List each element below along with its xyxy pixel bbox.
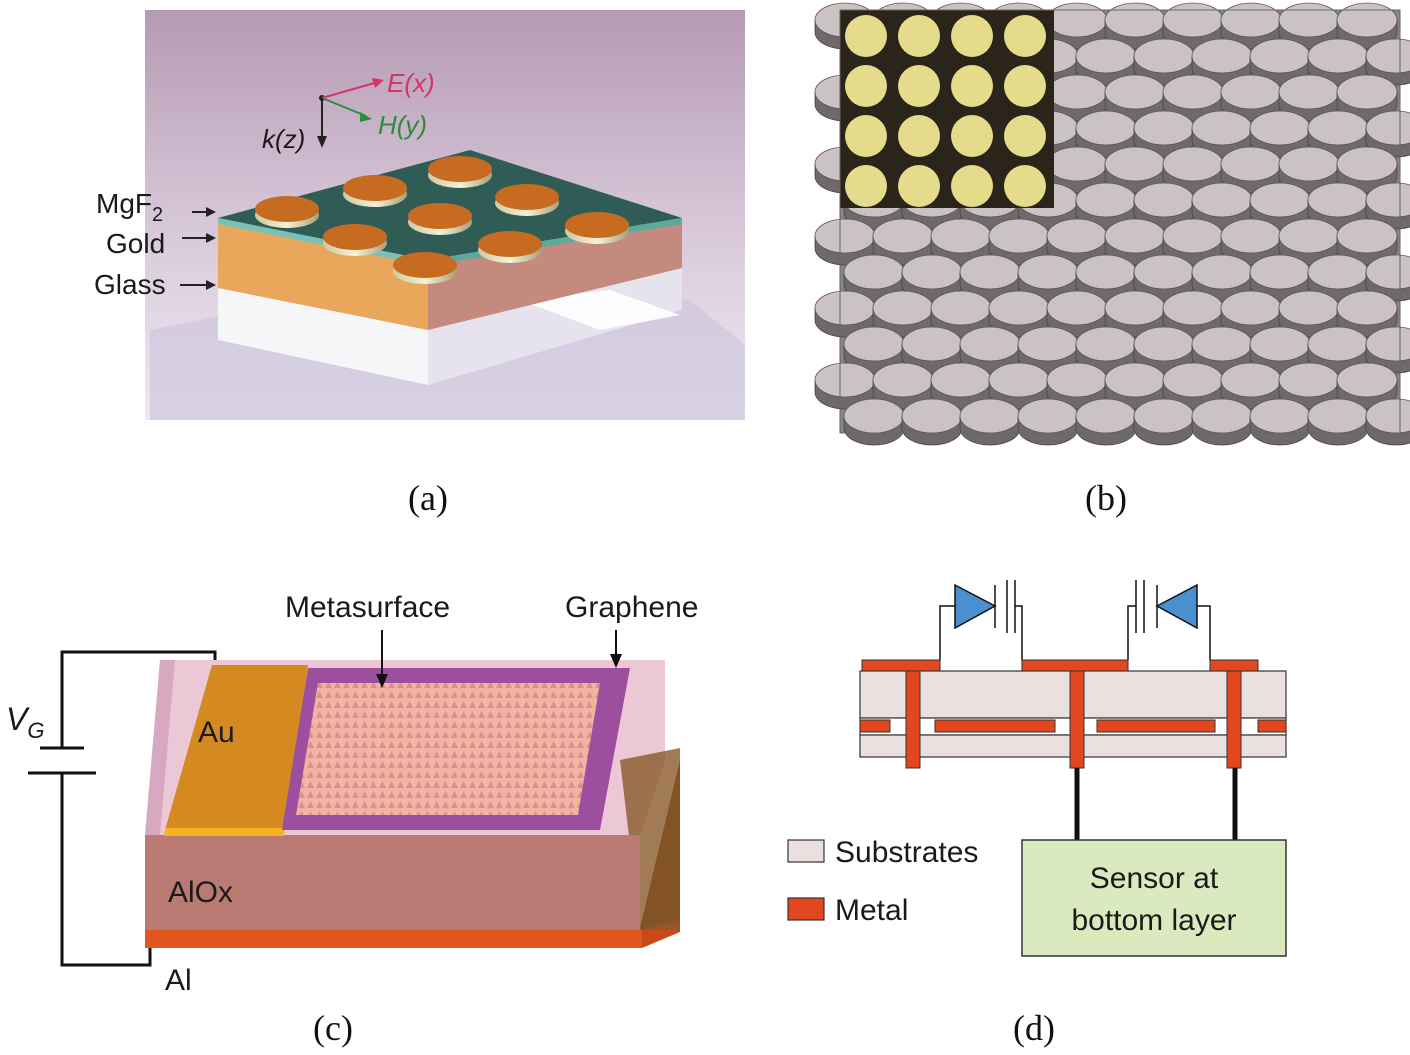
panel-d: Sensor at bottom layer Substrates Metal (787, 580, 1287, 957)
legend: Substrates Metal (787, 836, 978, 927)
inset-disk (898, 15, 940, 57)
mgf2-label: MgF2 (96, 188, 163, 226)
gold-label: Gold (106, 228, 165, 259)
arrow-right-icon (206, 233, 216, 243)
e-field-label: E(x) (387, 68, 435, 98)
inset-disk (1004, 65, 1046, 107)
au-label: Au (198, 716, 235, 749)
field-axes: E(x) H(y) k(z) (262, 68, 435, 154)
arrow-right-icon (206, 280, 216, 290)
inset-disk-array (845, 15, 1046, 207)
al-layer (145, 930, 642, 948)
disk (959, 398, 1021, 446)
tunable-element-left (939, 580, 1023, 660)
metasurface-label: Metasurface (285, 591, 450, 624)
inset-disk (898, 165, 940, 207)
gold-disk (495, 184, 559, 216)
disk (1365, 398, 1410, 446)
inset-disk (951, 15, 993, 57)
graphene-arrow-icon (610, 654, 622, 668)
gold-disk (323, 224, 387, 256)
al-label: Al (165, 964, 192, 997)
top-metal-patches (861, 659, 1259, 672)
disk (901, 398, 963, 446)
gold-disk-array (255, 156, 629, 284)
graphene-label: Graphene (565, 591, 698, 624)
legend-substrates-label: Substrates (835, 836, 978, 869)
legend-metal-label: Metal (835, 894, 908, 927)
disk (1017, 398, 1079, 446)
arrow-right-icon (206, 207, 216, 217)
layer-labels: MgF2 Gold Glass (94, 188, 216, 300)
gold-layer-front (218, 222, 428, 330)
metasurface-arrow-icon (376, 674, 388, 688)
k-vector-label: k(z) (262, 124, 305, 154)
disk (1307, 398, 1369, 446)
middle-metal-layer (859, 719, 1287, 733)
caption-d: (d) (1013, 1008, 1055, 1048)
inset-disk (1004, 15, 1046, 57)
gold-disk (408, 203, 472, 235)
gold-disk (428, 156, 492, 188)
panel-b (814, 2, 1410, 446)
panel-c: VG Au AlOx Al Metasurface Graphene (6, 591, 698, 997)
tunable-element-right (1127, 580, 1211, 660)
legend-substrates-swatch (787, 839, 825, 863)
inset-disk (898, 65, 940, 107)
disk (1365, 182, 1410, 230)
alox-label: AlOx (168, 876, 233, 909)
gold-disk (393, 252, 457, 284)
inset-disk (1004, 115, 1046, 157)
h-field-label: H(y) (378, 110, 427, 140)
gold-disk (343, 175, 407, 207)
inset-disk (951, 65, 993, 107)
e-field-arrow-icon (372, 78, 384, 88)
sensor-box (1021, 839, 1287, 957)
alox-top-edge (145, 660, 175, 835)
vg-label: VG (6, 701, 44, 743)
metasurface-array (296, 683, 600, 815)
inset-disk (1004, 165, 1046, 207)
gold-layer-side (428, 222, 682, 330)
glass-label: Glass (94, 269, 166, 300)
mgf2-layer-edge (218, 218, 428, 266)
alox-layer-front (145, 835, 640, 930)
disk (843, 398, 905, 446)
inset-disk (951, 115, 993, 157)
inset-disk (845, 15, 887, 57)
gold-disk (565, 212, 629, 244)
k-vector-arrow-icon (317, 136, 327, 148)
metal-vias (905, 670, 1242, 769)
inset-top-view (840, 10, 1054, 208)
glass-reflection (520, 290, 680, 330)
inset-disk (898, 115, 940, 157)
inset-disk (845, 65, 887, 107)
inset-disk (845, 165, 887, 207)
inset-disk (951, 165, 993, 207)
varactor-diode-icon (1155, 583, 1198, 630)
inset-disk (845, 115, 887, 157)
legend-metal-swatch (787, 897, 825, 921)
disk (1249, 398, 1311, 446)
sensor-label-line2: bottom layer (1071, 904, 1236, 937)
disk (1133, 398, 1195, 446)
caption-b: (b) (1085, 478, 1127, 518)
sensor-label-line1: Sensor at (1090, 862, 1219, 895)
panel-a: E(x) H(y) k(z) MgF2 Gold Glass (94, 10, 745, 420)
h-field-arrow-icon (360, 112, 372, 122)
gold-disk (255, 196, 319, 228)
caption-c: (c) (313, 1008, 353, 1048)
au-electrode (165, 665, 308, 830)
caption-a: (a) (408, 478, 448, 518)
varactor-diode-icon (954, 583, 997, 630)
disk (1191, 398, 1253, 446)
disk (1365, 110, 1410, 158)
gold-disk (478, 231, 542, 263)
au-electrode-edge (164, 828, 285, 836)
disk (814, 362, 876, 410)
disk (1075, 398, 1137, 446)
